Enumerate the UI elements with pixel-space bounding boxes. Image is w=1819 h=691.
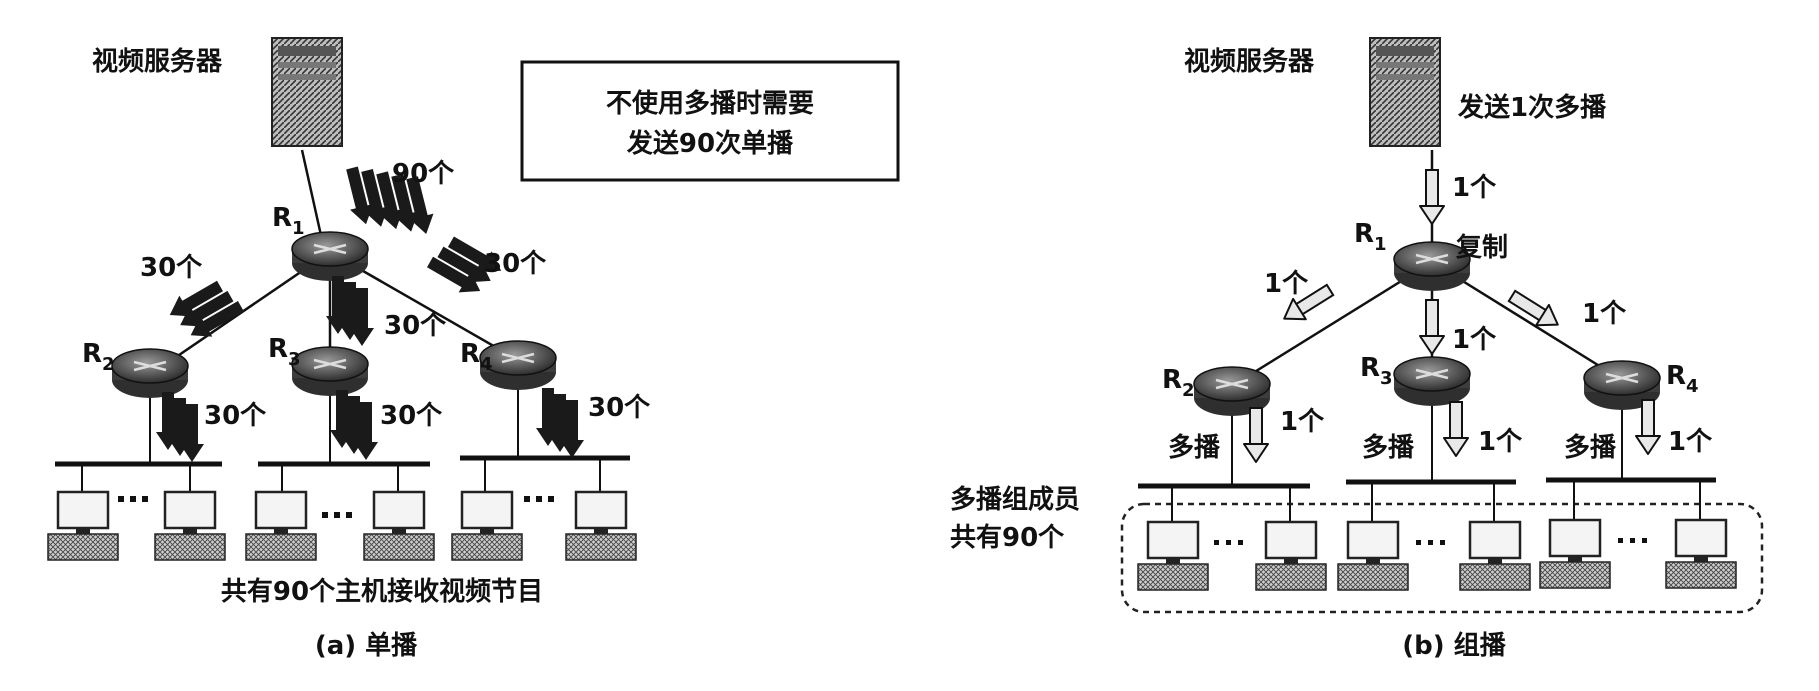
unicast-panel: 视频服务器 不使用多播时需要 发送90次单播 R1 R2 R3 R4	[46, 37, 900, 661]
router-label-r3: R3	[268, 334, 301, 370]
router-r3	[1392, 355, 1472, 408]
host-computer	[450, 490, 524, 562]
host-computer	[1254, 520, 1328, 592]
host-computer	[1664, 518, 1738, 590]
router-label-r2: R2	[82, 339, 115, 375]
count-lan3: 1个	[1478, 427, 1523, 457]
router-label-r3: R3	[1360, 353, 1393, 389]
count-r1: 90个	[392, 159, 455, 189]
arrow-bundle-r3	[326, 276, 374, 346]
ellipsis	[118, 496, 554, 518]
host-computer	[1336, 520, 1410, 592]
arrow-bundle-lan4	[536, 388, 584, 458]
count-lan2: 30个	[204, 401, 267, 431]
ellipsis	[1214, 538, 1647, 545]
host-computer	[362, 490, 436, 562]
arrow-bundle-lan3	[330, 390, 378, 460]
router-label-r1: R1	[272, 203, 305, 239]
count-left: 30个	[140, 253, 203, 283]
caption-a: (a) 单播	[315, 631, 418, 661]
multicast-group-boundary	[1120, 502, 1764, 614]
host-computer	[1458, 520, 1532, 592]
arrow-server-r1	[1419, 169, 1445, 225]
arrow-r1-r3	[1419, 299, 1445, 355]
members-line-2: 共有90个	[950, 523, 1065, 553]
count-right: 30个	[484, 249, 547, 279]
host-computer	[153, 490, 227, 562]
video-server-label: 视频服务器	[92, 47, 223, 77]
multicast-label-2: 多播	[1168, 433, 1221, 463]
count-r3: 30个	[384, 311, 447, 341]
arrow-lan4	[1635, 399, 1661, 455]
link-r1-r2	[1231, 260, 1433, 388]
multicast-label-3: 多播	[1362, 433, 1415, 463]
members-line-1: 多播组成员	[950, 484, 1080, 515]
arrow-lan2	[1243, 407, 1269, 463]
count-lan2: 1个	[1280, 407, 1325, 437]
host-computer	[1136, 520, 1210, 592]
hosts-caption: 共有90个主机接收视频节目	[221, 577, 543, 607]
host-computer	[564, 490, 638, 562]
count-r3: 1个	[1452, 325, 1497, 355]
router-label-r1: R1	[1354, 219, 1387, 255]
caption-b: (b) 组播	[1402, 630, 1506, 661]
router-r3	[290, 345, 370, 398]
host-computer	[46, 490, 120, 562]
server-icon	[1369, 37, 1441, 147]
video-server-label: 视频服务器	[1184, 47, 1315, 77]
multicast-panel: 视频服务器 发送1次多播 1个 R1 R2 R3 R4 复制 1个 1个 1个 …	[950, 37, 1764, 661]
copy-label: 复制	[1456, 233, 1508, 263]
note-box: 不使用多播时需要 发送90次单播	[520, 60, 900, 182]
router-r2	[110, 347, 190, 400]
router-label-r2: R2	[1162, 365, 1195, 401]
router-r1	[290, 230, 370, 283]
host-computer	[244, 490, 318, 562]
count-lan4: 30个	[588, 393, 651, 423]
count-server: 1个	[1452, 173, 1497, 203]
multicast-label-4: 多播	[1564, 433, 1617, 463]
router-label-r4: R4	[1666, 361, 1699, 397]
note-line-2: 发送90次单播	[626, 128, 794, 159]
link-server-r1	[300, 149, 324, 241]
arrow-bundle-lan2	[156, 392, 204, 462]
send-label: 发送1次多播	[1457, 92, 1607, 123]
server-icon	[271, 37, 343, 147]
arrow-lan3	[1443, 401, 1469, 457]
count-lan3: 30个	[380, 401, 443, 431]
arrow-r1-r4	[1504, 284, 1566, 336]
note-line-1: 不使用多播时需要	[606, 89, 814, 119]
count-right: 1个	[1582, 299, 1627, 329]
host-computer	[1538, 518, 1612, 590]
router-label-r4: R4	[460, 339, 493, 375]
count-left: 1个	[1264, 269, 1309, 299]
count-lan4: 1个	[1668, 427, 1713, 457]
